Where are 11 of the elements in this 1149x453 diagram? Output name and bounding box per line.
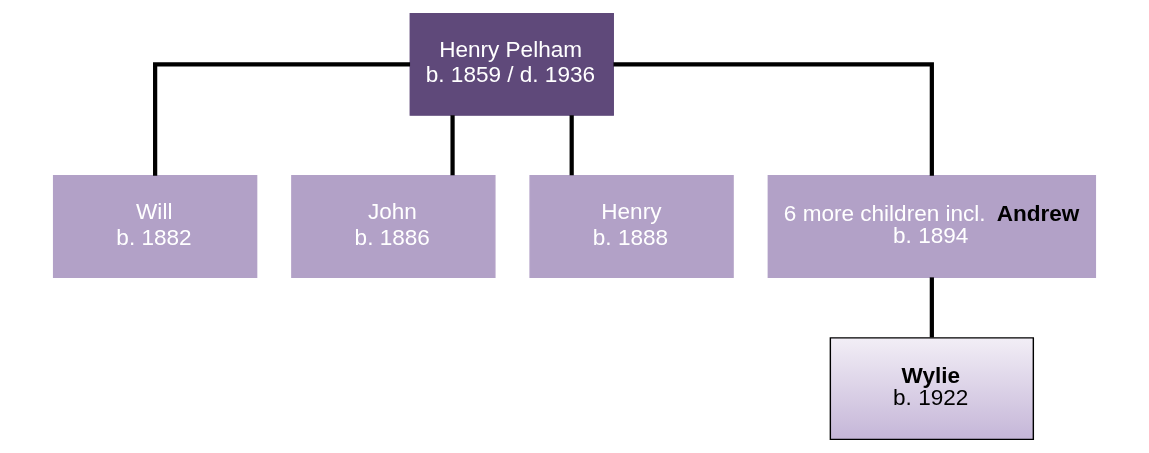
node-box: John b. 1886: [291, 175, 496, 278]
node-box: 6 more children incl. Andrew b. 1894: [767, 175, 1097, 278]
node-box: Henry Pelham b. 1859 / d. 1936: [409, 12, 614, 116]
connector: [929, 277, 934, 338]
node-box: Wylie b. 1922: [829, 337, 1035, 441]
connector: [613, 62, 934, 176]
connector: [569, 115, 574, 176]
connector: [450, 115, 455, 176]
node-box: Henry b. 1888: [529, 175, 734, 278]
connector: [153, 62, 411, 176]
node-box: Will b. 1882: [52, 175, 258, 278]
